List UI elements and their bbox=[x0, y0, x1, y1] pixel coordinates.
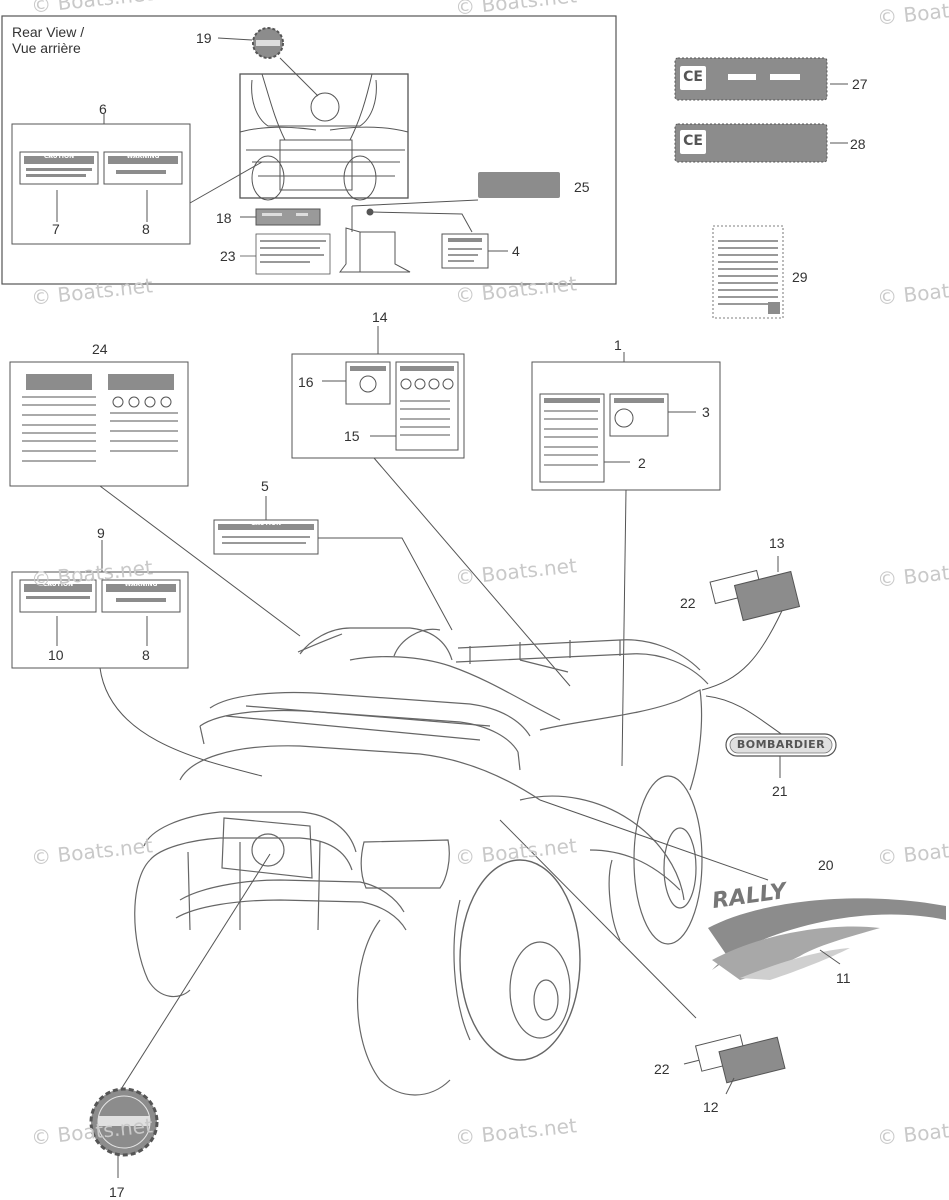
inset-title-line2: Vue arrière bbox=[12, 40, 81, 56]
decal-1 bbox=[531, 352, 721, 767]
callout-21: 21 bbox=[772, 783, 788, 799]
decal-14 bbox=[291, 326, 571, 687]
decal-29 bbox=[712, 225, 784, 319]
callout-8-rear: 8 bbox=[142, 221, 150, 237]
decal-21-bombardier bbox=[725, 733, 837, 757]
callout-2: 2 bbox=[638, 455, 646, 471]
callout-25: 25 bbox=[574, 179, 590, 195]
leader-19-b bbox=[279, 57, 319, 97]
callout-13: 13 bbox=[769, 535, 785, 551]
callout-7: 7 bbox=[52, 221, 60, 237]
callout-27: 27 bbox=[852, 76, 868, 92]
warning-text-9: WARNING bbox=[124, 581, 158, 588]
callout-11: 11 bbox=[836, 970, 851, 986]
leader-lines-main bbox=[117, 589, 791, 1178]
callout-14: 14 bbox=[372, 309, 388, 325]
leader-19 bbox=[217, 37, 253, 41]
decal-28-ce bbox=[674, 123, 848, 163]
callout-5: 5 bbox=[261, 478, 269, 494]
frame-section bbox=[339, 206, 473, 273]
callout-10: 10 bbox=[48, 647, 64, 663]
reflector-12 bbox=[694, 1034, 786, 1095]
caution-text-9: CAUTION bbox=[42, 581, 74, 588]
ce-mark-27: CE bbox=[683, 69, 703, 85]
decal-25 bbox=[351, 172, 560, 207]
decal-6-caution-warning bbox=[11, 114, 191, 245]
callout-24: 24 bbox=[92, 341, 108, 357]
callout-15: 15 bbox=[344, 428, 360, 444]
rear-view-illustration bbox=[239, 73, 409, 201]
callout-18: 18 bbox=[216, 210, 232, 226]
decal-23 bbox=[240, 233, 331, 275]
callout-20: 20 bbox=[818, 857, 834, 873]
callout-12: 12 bbox=[703, 1099, 719, 1115]
callout-22-lower: 22 bbox=[654, 1061, 670, 1077]
inset-title-line1: Rear View / bbox=[12, 24, 85, 40]
caution-text-5: CAUTION bbox=[250, 520, 282, 527]
callout-3: 3 bbox=[702, 404, 710, 420]
decal-9 bbox=[11, 540, 263, 777]
decal-27-ce bbox=[674, 57, 848, 101]
caution-text-6: CAUTION bbox=[43, 153, 75, 160]
warning-text-6: WARNING bbox=[126, 153, 160, 160]
decal-19-medallion bbox=[252, 27, 284, 59]
callout-1: 1 bbox=[614, 337, 622, 353]
decal-18 bbox=[240, 208, 321, 226]
callout-22-upper: 22 bbox=[680, 595, 696, 611]
leader-line bbox=[189, 161, 263, 204]
decal-20-rally-graphic bbox=[708, 898, 946, 980]
callout-28: 28 bbox=[850, 136, 866, 152]
callout-4: 4 bbox=[512, 243, 520, 259]
decal-17-medallion bbox=[89, 1087, 159, 1157]
callout-16: 16 bbox=[298, 374, 314, 390]
callout-19: 19 bbox=[196, 30, 212, 46]
callout-17: 17 bbox=[109, 1184, 125, 1200]
decal-24 bbox=[9, 361, 301, 637]
callout-6: 6 bbox=[99, 101, 107, 117]
decal-4 bbox=[441, 233, 508, 269]
rear-view-inset-frame bbox=[1, 15, 617, 285]
callout-23: 23 bbox=[220, 248, 236, 264]
bombardier-wordmark: BOMBARDIER bbox=[736, 738, 826, 751]
atv-illustration bbox=[134, 627, 709, 1096]
avertissement-text-3: AVERTISSEMENT bbox=[620, 394, 658, 399]
ce-mark-28: CE bbox=[683, 133, 703, 149]
reflector-13 bbox=[709, 556, 801, 622]
decal-5 bbox=[213, 496, 453, 631]
callout-8-front: 8 bbox=[142, 647, 150, 663]
avertissement-text-16: AVERTISSEMENT bbox=[349, 362, 387, 367]
callout-29: 29 bbox=[792, 269, 808, 285]
callout-9: 9 bbox=[97, 525, 105, 541]
